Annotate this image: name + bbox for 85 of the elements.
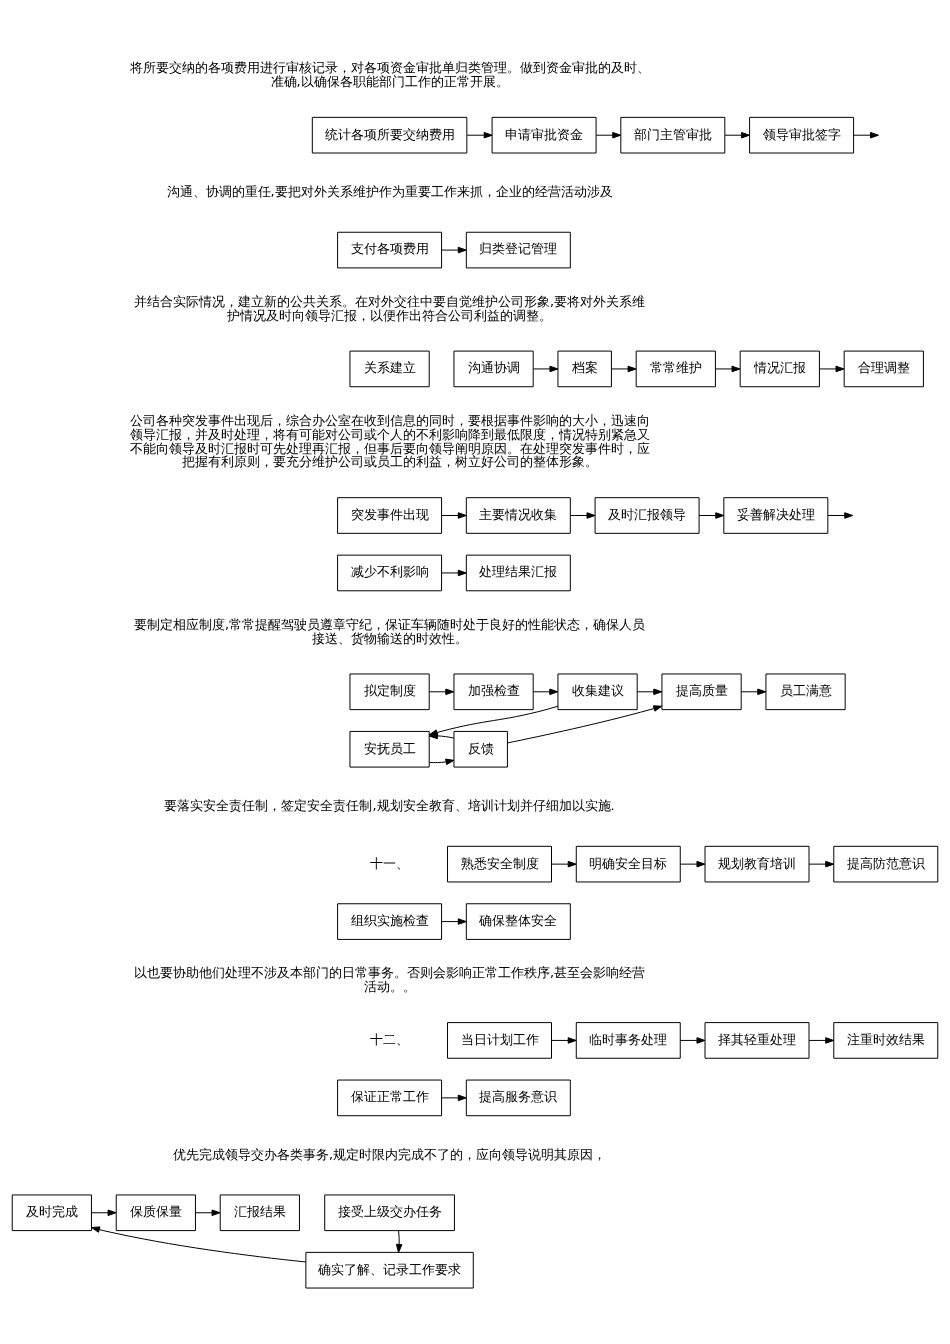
- arrow: [827, 512, 854, 519]
- arrow: [636, 688, 663, 696]
- node-box: 组织实施检查: [337, 903, 443, 940]
- node-box: 确实了解、记录工作要求: [305, 1251, 474, 1289]
- node-box: 提高服务意识: [465, 1079, 571, 1117]
- arrow: [428, 758, 455, 766]
- arrow: [679, 860, 706, 868]
- label: 公司各种突发事件出现后，综合办公室在收到信息的同时，要根据事件影响的大小，迅速向领导汇报，并及时处理，将有可能对公司或个人的不利影响降到最低限度，情况特别紧急又不能向领导及时汇报时可先处理再汇报，但事后要向领导阐明原因。在处理突发事件时，应把握有利原则，要充分维护公司或员工的利益，树立好公司的整体形象。: [129, 412, 650, 470]
- node-box: 及时汇报领导: [594, 497, 700, 534]
- node-box: 妥善解决处理: [723, 497, 829, 534]
- arrow: [679, 1037, 706, 1044]
- arrow: [428, 732, 455, 740]
- arrow: [715, 365, 741, 373]
- label: 要落实安全责任制，签定安全责任制,规划安全教育、培训计划并仔细加以实施.: [164, 798, 615, 814]
- node-box: 汇报结果: [219, 1194, 300, 1232]
- node-box: 提高防范意识: [833, 845, 939, 883]
- arrow: [551, 860, 577, 868]
- label: 十一、: [370, 855, 410, 871]
- arrow: [808, 1037, 835, 1044]
- node-box: 提高质量: [661, 673, 742, 711]
- node-box: 归类登记管理: [465, 231, 571, 269]
- node-box: 减少不利影响: [337, 554, 443, 592]
- node-box: 熟悉安全制度: [447, 845, 552, 883]
- arrow: [551, 1037, 577, 1044]
- node-box: 申请审批资金: [491, 116, 597, 154]
- arrow: [853, 131, 879, 139]
- arrow: [698, 512, 725, 519]
- node-box: 合理调整: [843, 350, 924, 388]
- node-box: 情况汇报: [739, 350, 820, 388]
- arrow: [91, 1209, 117, 1217]
- node-box: 择其轻重处理: [704, 1022, 810, 1059]
- node-box: 及时完成: [11, 1194, 92, 1232]
- arrow: [507, 705, 663, 744]
- node-box: 突发事件出现: [337, 497, 443, 534]
- label: 以也要协助他们处理不涉及本部门的日常事务。否则会影响正常工作秩序,甚至会影响经营活动。。: [134, 965, 646, 995]
- arrow: [595, 131, 622, 139]
- arrow: [532, 688, 559, 696]
- node-box: 接受上级交办任务: [324, 1194, 455, 1232]
- node-box: 注重时效结果: [833, 1022, 939, 1059]
- arrow: [441, 246, 467, 254]
- label: 优先完成领导交办各类事务,规定时限内完成不了的，应向领导说明其原因，: [173, 1146, 607, 1162]
- node-box: 主要情况收集: [465, 497, 571, 534]
- node-box: 员工满意: [765, 673, 846, 711]
- node-box: 收集建议: [557, 673, 638, 711]
- node-box: 领导审批签字: [749, 116, 855, 154]
- node-box: 确保整体安全: [465, 903, 571, 940]
- arrow: [569, 512, 596, 519]
- node-box: 拟定制度: [349, 673, 430, 711]
- arrow: [441, 569, 467, 577]
- node-box: 档案: [557, 350, 612, 388]
- label: 要制定相应制度,常常提醒驾驶员遵章守纪，保证车辆随时处于良好的性能状态，确保人员接送、货物输送的时效性。: [134, 616, 646, 646]
- label: 并结合实际情况，建立新的公共关系。在对外交往中要自觉维护公司形象,要将对外关系维护情况及时向领导汇报，以便作出符合公司利益的调整。: [134, 293, 646, 323]
- arrow: [532, 365, 559, 373]
- arrow: [740, 688, 767, 696]
- arrow: [466, 131, 493, 139]
- node-box: 关系建立: [349, 350, 430, 388]
- arrow: [724, 131, 750, 139]
- node-box: 安抚员工: [349, 730, 430, 768]
- label: 将所要交纳的各项费用进行审核记录，对各项资金审批单归类管理。做到资金审批的及时、准确,以确保各职能部门工作的正常开展。: [129, 60, 650, 90]
- node-box: 反馈: [453, 730, 508, 768]
- node-box: 规划教育培训: [704, 845, 810, 883]
- arrow: [441, 918, 467, 925]
- node-box: 临时事务处理: [575, 1022, 681, 1059]
- node-box: 处理结果汇报: [465, 554, 571, 592]
- node-box: 支付各项费用: [337, 231, 443, 269]
- arrow: [819, 365, 845, 373]
- node-box: 明确安全目标: [575, 845, 681, 883]
- node-box: 保证正常工作: [337, 1079, 443, 1117]
- arrow: [91, 1226, 307, 1263]
- node-box: 保质保量: [115, 1194, 196, 1232]
- arrow: [395, 1230, 403, 1253]
- label: 沟通、协调的重任,要把对外关系维护作为重要工作来抓，企业的经营活动涉及: [166, 184, 613, 200]
- node-box: 沟通协调: [453, 350, 534, 388]
- arrow: [428, 688, 455, 696]
- arrow: [441, 512, 467, 519]
- node-box: 当日计划工作: [447, 1022, 552, 1059]
- arrow: [611, 365, 637, 373]
- node-box: 部门主管审批: [620, 116, 726, 154]
- arrow: [808, 860, 835, 868]
- node-box: 常常维护: [635, 350, 716, 388]
- node-box: 加强检查: [453, 673, 534, 711]
- node-box: 统计各项所要交纳费用: [311, 116, 468, 154]
- label: 十二、: [370, 1031, 410, 1047]
- arrow: [195, 1209, 221, 1217]
- arrow: [441, 1094, 467, 1102]
